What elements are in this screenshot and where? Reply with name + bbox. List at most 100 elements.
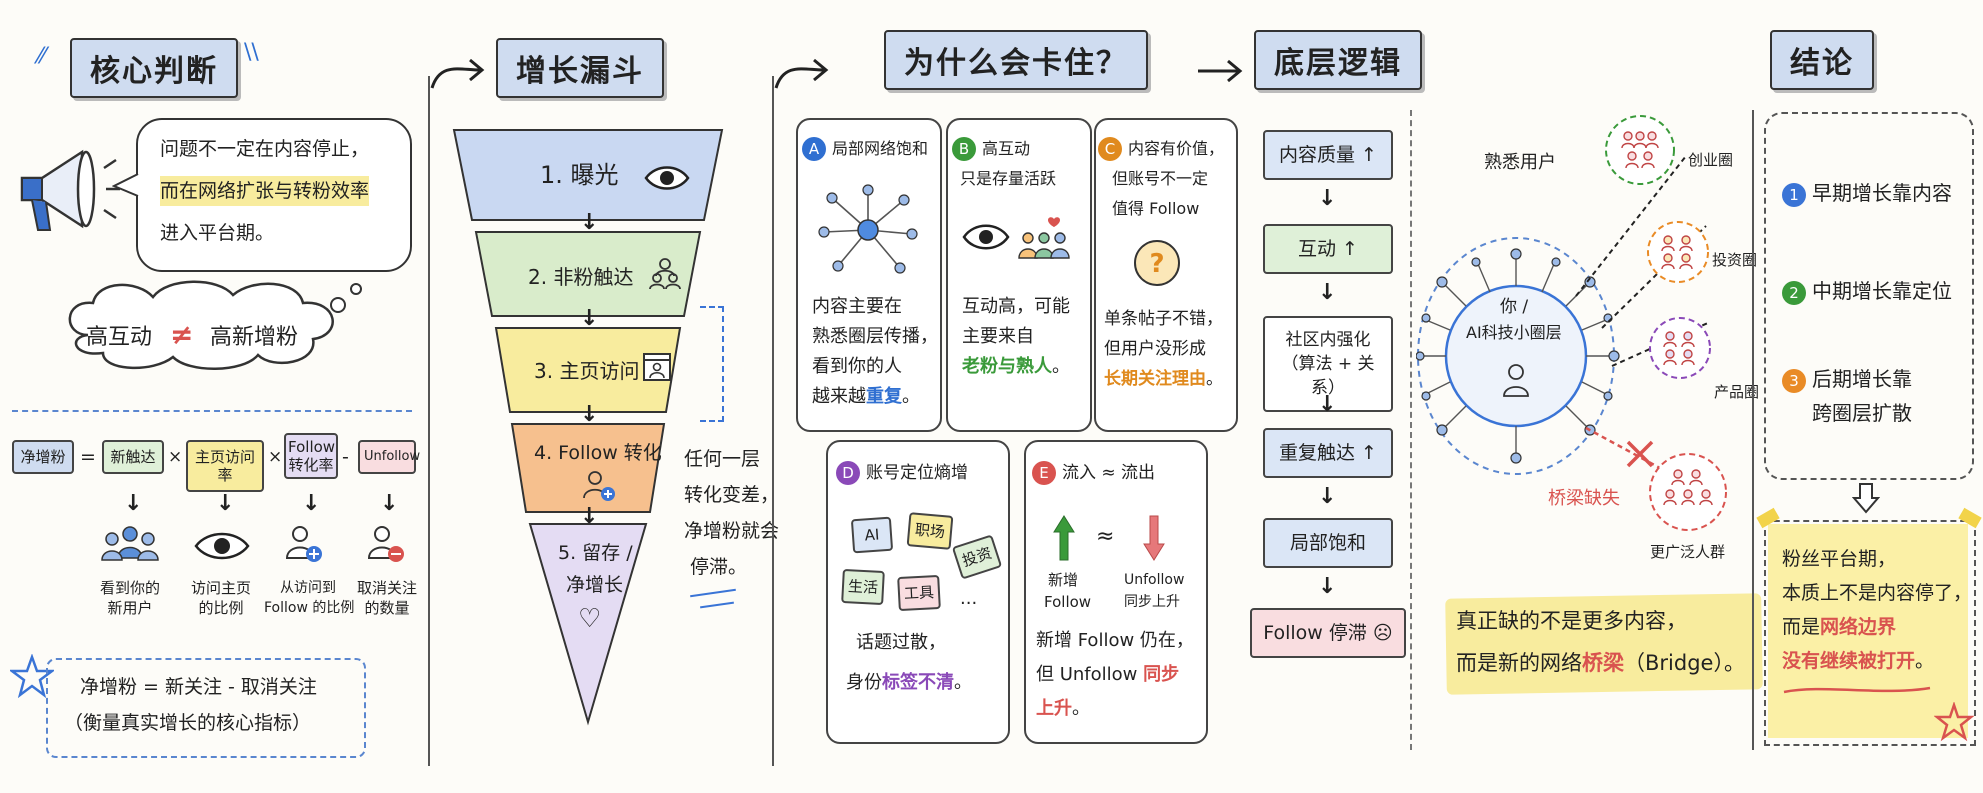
card-body-end: 。: [1052, 356, 1070, 377]
not-equal-sign: ≠: [170, 318, 194, 351]
bracket: [700, 306, 724, 422]
approx-sign: ≈: [1096, 524, 1115, 549]
formula-follow-rate-line: 转化率: [288, 456, 334, 474]
logic-step: 互动 ↑: [1263, 224, 1393, 274]
cluster-label: 更广泛人群: [1650, 543, 1726, 561]
card-body: 内容主要在: [812, 296, 902, 317]
megaphone-icon: [20, 149, 120, 231]
summary-line: 真正缺的不是更多内容，: [1456, 609, 1687, 633]
card-body: 熟悉圈层传播，: [812, 326, 938, 347]
tag: 生活: [841, 568, 885, 606]
user-add-icon: [583, 471, 615, 501]
tag-more: ...: [960, 588, 978, 609]
final-text: 而是: [1782, 616, 1821, 638]
network-diagram: [1416, 155, 1711, 496]
summary-text: 而是新的网络: [1456, 651, 1582, 675]
group-icon: [649, 258, 681, 290]
card-body: 但用户没形成: [1104, 339, 1206, 359]
bubble-line: 进入平台期。: [160, 222, 275, 244]
cluster-invest: [1647, 221, 1709, 283]
cluster-startup: [1605, 115, 1675, 185]
formula-net: 净增粉: [12, 440, 74, 474]
reason-card-b: [946, 118, 1092, 432]
eye-icon: [644, 166, 690, 190]
card-a-title: 局部网络饱和: [832, 139, 929, 158]
header-funnel: 增长漏斗: [496, 38, 664, 98]
definition-box: [46, 658, 366, 758]
formula-desc: 取消关注的数量: [356, 578, 418, 618]
badge-c: C: [1098, 137, 1122, 161]
badge-d: D: [836, 461, 860, 485]
formula-new-reach: 新触达: [102, 440, 164, 474]
card-body: 身份标签不清。: [846, 668, 972, 698]
card-body-text: 身份: [846, 672, 882, 693]
funnel-stage-label: 3. 主页访问: [534, 359, 640, 383]
formula-times: ×: [168, 447, 183, 467]
tag: 职场: [906, 512, 954, 550]
card-highlight: 上升: [1036, 698, 1072, 719]
desc-line: 从访问到: [280, 580, 336, 596]
arrow-down-icon: ↓: [302, 491, 321, 516]
arrow-down-icon: ↓: [1318, 392, 1337, 417]
formula-desc: 访问主页的比例: [188, 578, 254, 618]
logic-step: 重复触达 ↑: [1263, 428, 1393, 478]
star-icon: [1934, 702, 1974, 742]
arrow-down-hollow-icon: [1852, 483, 1880, 514]
cluster-label: 投资圈: [1712, 251, 1758, 269]
section-divider: [1410, 110, 1412, 750]
card-e-label: Follow: [1044, 593, 1092, 611]
card-body: 上升。: [1036, 694, 1090, 724]
formula-follow-rate: Follow 转化率: [284, 433, 338, 479]
card-body: 主要来自: [962, 326, 1034, 347]
users-icon: [101, 526, 159, 561]
arrow-up-icon: [1053, 515, 1075, 561]
arrow-down-icon: ↓: [580, 306, 599, 331]
funnel-diagram: [452, 129, 724, 726]
summary-highlight-text: 桥梁: [1582, 651, 1624, 675]
card-body: 互动高，可能: [962, 296, 1070, 317]
header-logic: 底层逻辑: [1254, 30, 1422, 90]
cluster-label: 产品圈: [1714, 383, 1760, 401]
tag: AI: [850, 516, 894, 554]
network-icon: [818, 184, 918, 274]
desc-line: 访问主页: [190, 579, 251, 597]
arrow-down-icon: ↓: [580, 402, 599, 427]
conclusion-text: 跨圈层扩散: [1812, 401, 1912, 425]
final-line: 没有继续被打开。: [1782, 646, 1934, 676]
card-highlight: 长期关注理由: [1104, 369, 1206, 389]
heart-icon: ♡: [578, 604, 602, 634]
cluster-label: 创业圈: [1688, 151, 1734, 169]
logic-step: Follow 停滞 ☹: [1250, 608, 1406, 658]
header-conclusion: 结论: [1770, 30, 1874, 90]
user-add-icon: [285, 526, 322, 562]
formula-eq: =: [80, 446, 96, 468]
logic-step: 局部饱和: [1263, 518, 1393, 568]
card-body-end: 。: [902, 386, 920, 407]
desc-line: 看到你的: [99, 579, 160, 597]
reason-card-e: [1024, 440, 1208, 744]
arrow-down-icon: ↓: [580, 210, 599, 235]
definition-line: （衡量真实增长的核心指标）: [64, 712, 312, 734]
conclusion-text: 早期增长靠内容: [1812, 181, 1952, 205]
section-divider: [772, 76, 774, 766]
header-why: 为什么会卡住？: [884, 30, 1148, 90]
conclusion-num: 1: [1782, 183, 1806, 207]
formula-minus: -: [342, 446, 349, 468]
tag: 工具: [897, 574, 941, 612]
logic-step-line: 社区内强化: [1285, 330, 1371, 350]
network-center: 你 /: [1500, 297, 1529, 317]
section-divider: [1752, 110, 1754, 750]
eye-icon: [194, 532, 250, 560]
summary-line: 而是新的网络桥梁（Bridge）。: [1456, 648, 1745, 678]
arrow-right-icon: [1198, 59, 1243, 83]
group-heart-icon: [1018, 217, 1070, 259]
conclusion-box: [1764, 112, 1974, 480]
profile-page-icon: [643, 353, 671, 381]
arrow-down-icon: ↓: [580, 504, 599, 529]
arrow-down-icon: ↓: [1318, 484, 1337, 509]
